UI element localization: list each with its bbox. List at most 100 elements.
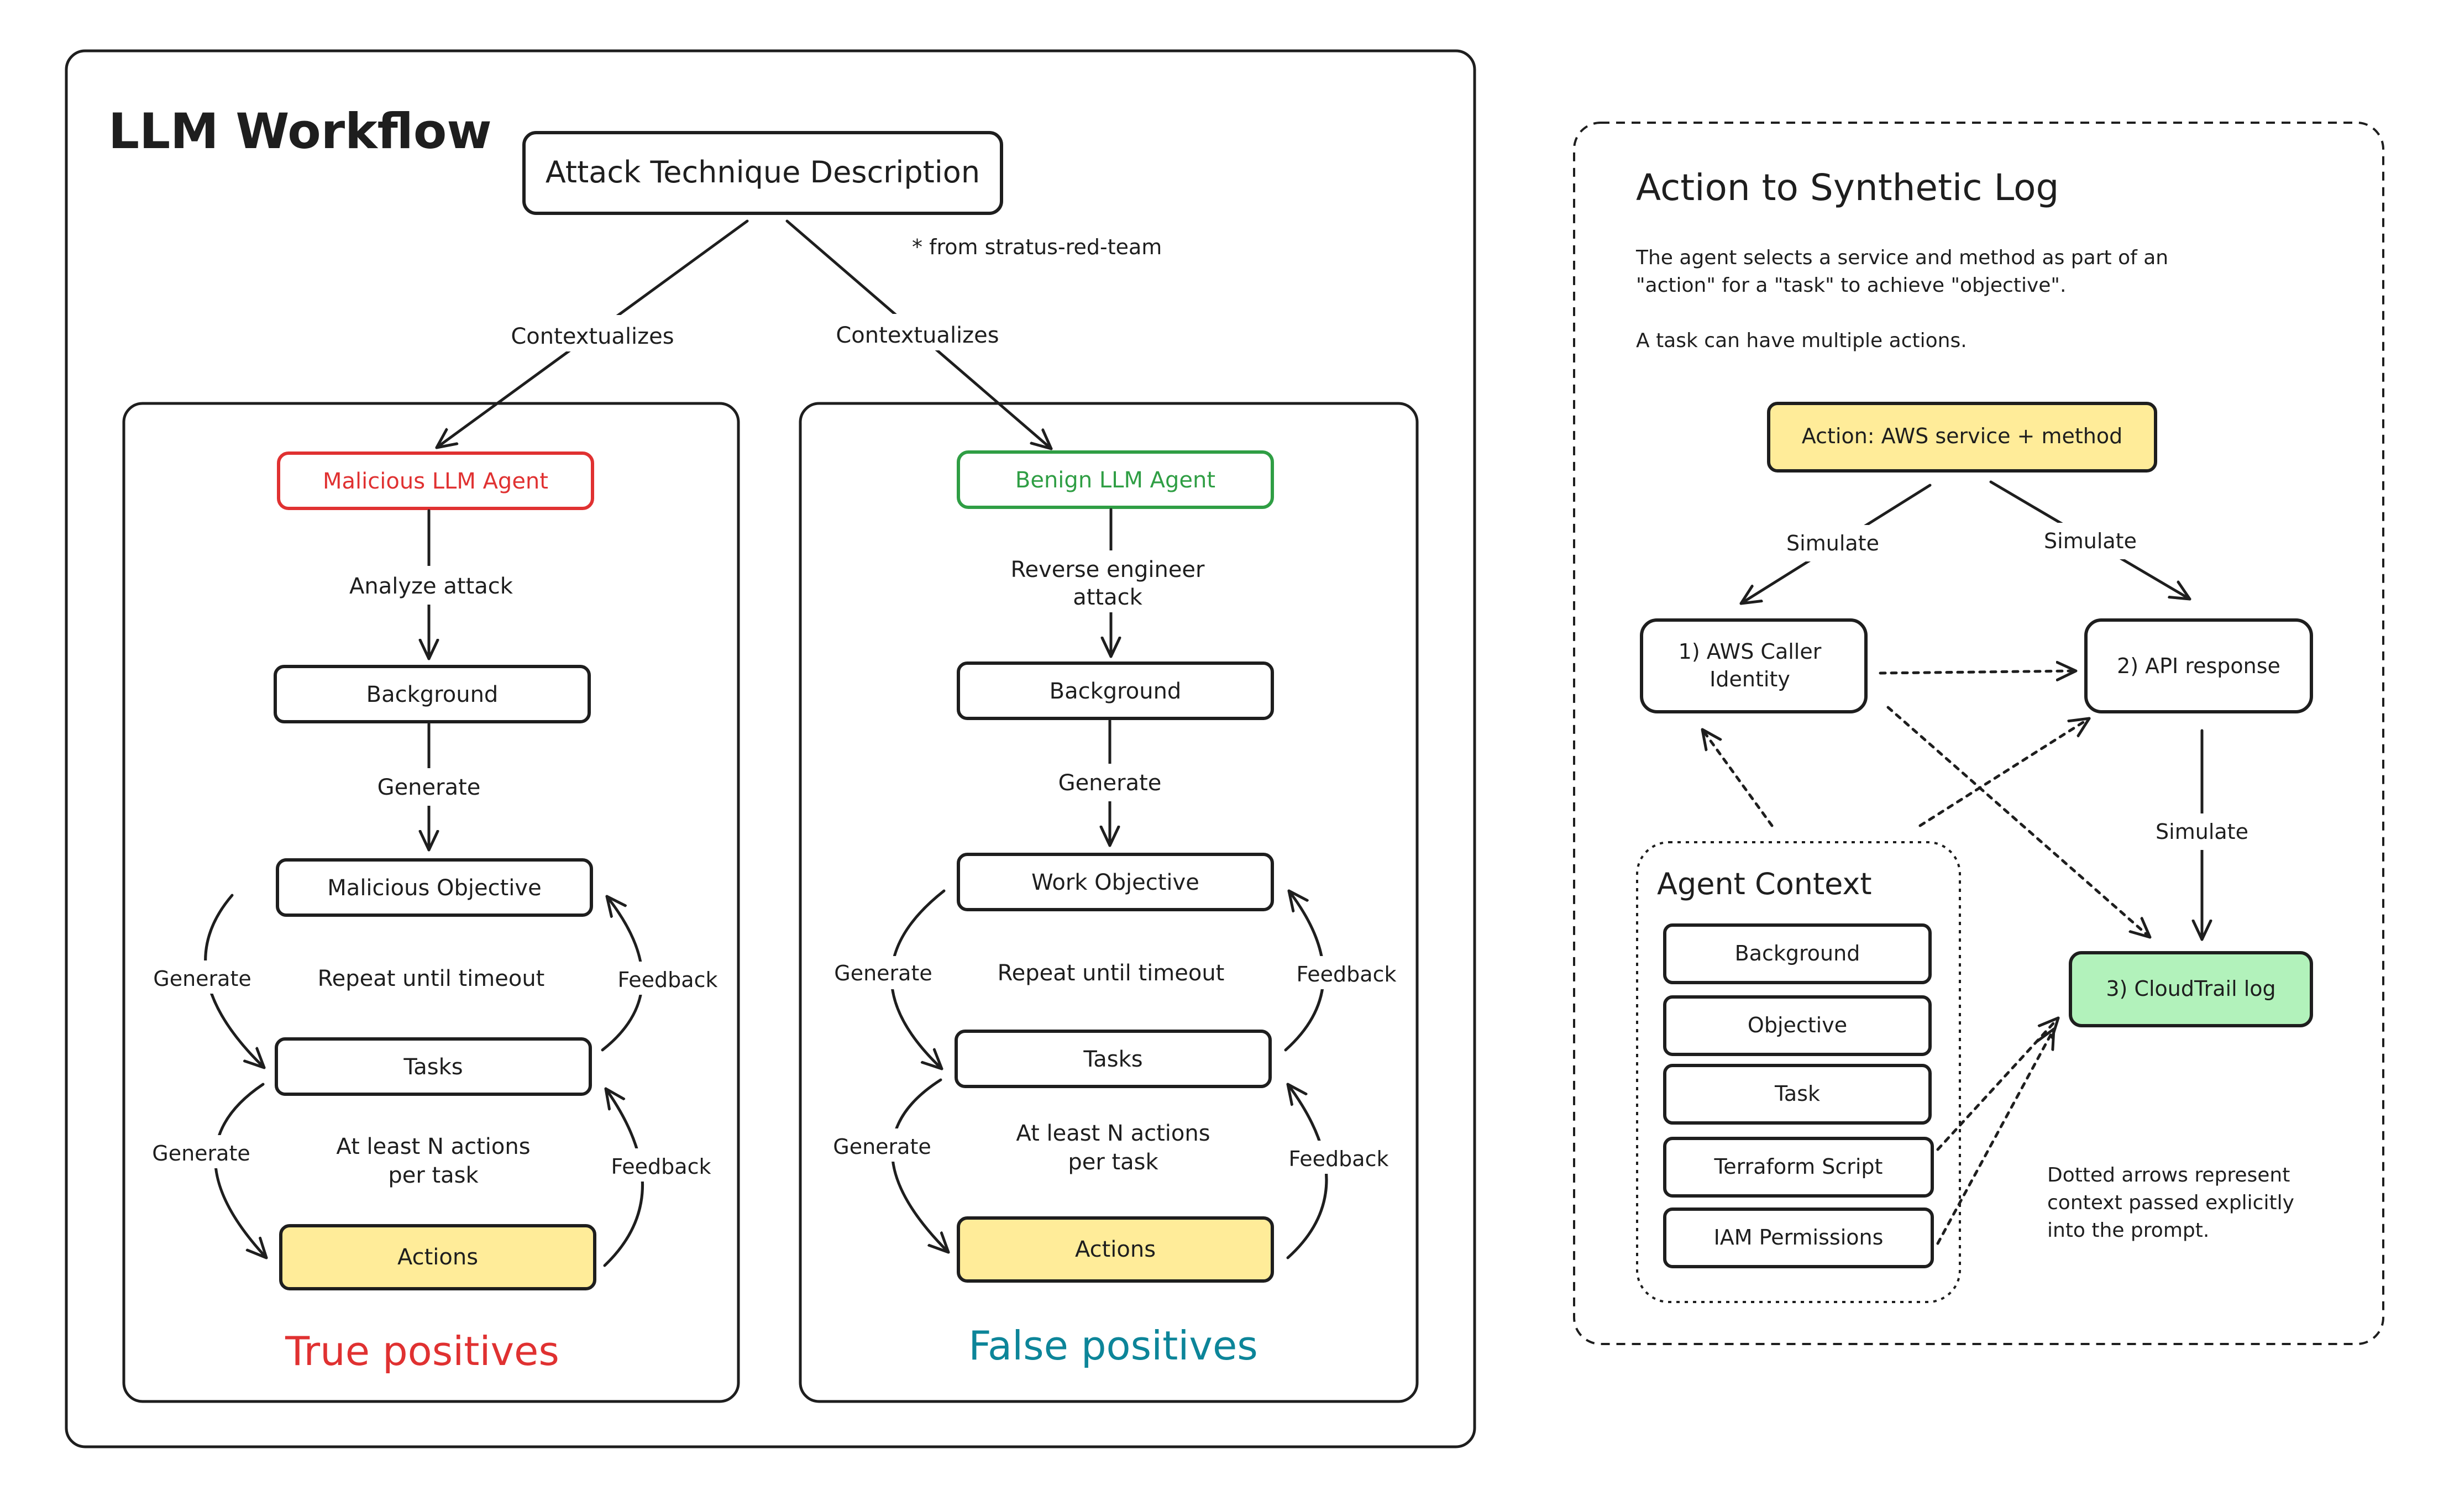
loop-min-actions-1-malicious: At least N actions	[336, 1134, 530, 1159]
benign-agent-label: Benign LLM Agent	[1015, 468, 1215, 493]
llm-workflow-frame	[65, 49, 1476, 1448]
caller-identity-node[interactable]	[1640, 618, 1868, 713]
malicious-column-frame	[122, 402, 740, 1403]
malicious-column: Malicious LLM Agent Analyze attack Backg…	[122, 402, 740, 1403]
malicious-agent-node[interactable]	[277, 452, 594, 510]
edge-reverse-label-1: Reverse engineer	[1011, 557, 1205, 582]
malicious-agent-label: Malicious LLM Agent	[323, 469, 548, 494]
cloudtrail-log-node[interactable]	[2069, 951, 2313, 1027]
edge-simulate-right-bg	[2036, 523, 2147, 559]
dotted-iam-to-cloudtrail	[1936, 1027, 2056, 1245]
context-item-task-label: Task	[1774, 1082, 1820, 1106]
loop-feedback-label-1-benign: Feedback	[1297, 962, 1397, 986]
llm-workflow-title: LLM Workflow	[108, 103, 492, 160]
true-positives-label: True positives	[285, 1328, 559, 1374]
malicious-objective-node[interactable]	[276, 858, 593, 917]
loop-generate-label-2-malicious: Generate	[152, 1141, 250, 1166]
benign-background-label: Background	[1050, 679, 1182, 704]
benign-actions-label: Actions	[1075, 1237, 1156, 1262]
dotted-note-line-2: context passed explicitly	[2047, 1191, 2294, 1214]
loop-generate-bg-1-malicious	[145, 960, 261, 994]
loop-generate-actions-benign	[890, 1078, 950, 1254]
loop-generate-bg-1-benign	[826, 956, 942, 989]
dotted-context-to-api	[1918, 717, 2091, 827]
benign-column-frame	[799, 402, 1419, 1403]
synthetic-desc-line-2: "action" for a "task" to achieve "object…	[1636, 274, 2066, 297]
context-item-terraform[interactable]	[1663, 1137, 1934, 1198]
edge-generate-label-benign: Generate	[1058, 770, 1162, 796]
edge-simulate-left-label: Simulate	[1786, 531, 1879, 555]
malicious-tasks-node[interactable]	[275, 1037, 592, 1096]
edge-label-contextualizes-right: Contextualizes	[836, 323, 999, 348]
edge-label-bg-left	[497, 315, 696, 351]
edge-reverse-bg	[1006, 550, 1216, 612]
loop-generate-bg-2-benign	[826, 1128, 942, 1162]
benign-objective-node[interactable]	[957, 853, 1274, 911]
context-item-objective[interactable]	[1663, 995, 1932, 1056]
dotted-caller-to-api	[1879, 671, 2078, 673]
benign-agent-node[interactable]	[957, 450, 1274, 509]
agent-context-group: Agent Context Background Objective Task …	[1636, 717, 2091, 1303]
context-item-background[interactable]	[1663, 923, 1932, 984]
context-item-iam-label: IAM Permissions	[1714, 1225, 1884, 1250]
loop-generate-actions-malicious	[214, 1083, 268, 1259]
loop-feedback-bg-1-malicious	[611, 962, 725, 995]
caller-identity-label-2: Identity	[1710, 667, 1790, 691]
api-response-node[interactable]	[2084, 618, 2313, 713]
benign-tasks-node[interactable]	[955, 1030, 1272, 1088]
loop-feedback-label-1-malicious: Feedback	[618, 968, 718, 992]
malicious-actions-node[interactable]	[279, 1224, 596, 1290]
loop-feedback-label-2-benign: Feedback	[1289, 1147, 1389, 1171]
context-item-objective-label: Objective	[1748, 1013, 1847, 1037]
synthetic-log-frame	[1573, 122, 2384, 1345]
synthetic-log-title: Action to Synthetic Log	[1636, 166, 2059, 209]
edge-simulate-right-label: Simulate	[2044, 529, 2137, 553]
malicious-tasks-label: Tasks	[403, 1054, 463, 1080]
edge-analyze-bg	[332, 566, 531, 605]
synthetic-log-panel: Action to Synthetic Log The agent select…	[1573, 122, 2384, 1345]
malicious-background-label: Background	[366, 682, 499, 707]
context-item-iam[interactable]	[1663, 1208, 1934, 1268]
root-footnote: * from stratus-red-team	[912, 235, 1162, 259]
edge-simulate-down-bg	[2147, 813, 2257, 850]
malicious-objective-label: Malicious Objective	[327, 875, 541, 901]
benign-actions-node[interactable]	[957, 1216, 1274, 1283]
attack-technique-label: Attack Technique Description	[546, 155, 980, 190]
loop-repeat-label-benign: Repeat until timeout	[998, 960, 1225, 986]
edge-analyze-label: Analyze attack	[349, 574, 513, 599]
edge-simulate-down-label: Simulate	[2156, 820, 2248, 844]
edge-simulate-left-bg	[1777, 525, 1888, 561]
malicious-background-node[interactable]	[274, 665, 591, 723]
loop-generate-bg-2-malicious	[145, 1135, 261, 1168]
dotted-context-to-caller	[1701, 728, 1774, 827]
loop-feedback-tasks-malicious	[603, 1087, 644, 1267]
loop-feedback-bg-1-benign	[1290, 956, 1406, 989]
context-item-task[interactable]	[1663, 1064, 1932, 1125]
synthetic-desc-line-3: A task can have multiple actions.	[1636, 329, 1967, 352]
cloudtrail-log-label: 3) CloudTrail log	[2106, 977, 2275, 1001]
aws-action-label: Action: AWS service + method	[1802, 424, 2122, 448]
api-response-label: 2) API response	[2117, 654, 2280, 678]
loop-min-actions-2-malicious: per task	[388, 1163, 479, 1188]
malicious-actions-label: Actions	[397, 1245, 478, 1270]
edge-label-bg-right	[818, 314, 1017, 350]
loop-feedback-tasks-benign	[1286, 1083, 1328, 1259]
benign-tasks-label: Tasks	[1083, 1047, 1142, 1072]
edge-generate-label-malicious: Generate	[377, 775, 481, 800]
caller-identity-label-1: 1) AWS Caller	[1679, 639, 1822, 664]
loop-min-actions-2-benign: per task	[1068, 1149, 1158, 1175]
agent-context-title: Agent Context	[1657, 867, 1872, 901]
synthetic-desc-line-1: The agent selects a service and method a…	[1635, 246, 2168, 269]
benign-background-node[interactable]	[957, 662, 1274, 720]
loop-feedback-bg-2-benign	[1283, 1141, 1397, 1174]
aws-action-node[interactable]	[1767, 402, 2157, 473]
loop-min-actions-1-benign: At least N actions	[1016, 1121, 1210, 1146]
loop-generate-label-1-malicious: Generate	[153, 967, 251, 991]
dotted-note-line-3: into the prompt.	[2047, 1219, 2209, 1242]
context-item-background-label: Background	[1735, 941, 1860, 965]
attack-technique-node[interactable]	[522, 131, 1003, 215]
edge-reverse-label-2: attack	[1073, 585, 1142, 610]
agent-context-frame	[1636, 841, 1961, 1303]
dotted-terraform-to-cloudtrail	[1936, 1016, 2060, 1151]
llm-workflow-panel: LLM Workflow Attack Technique Descriptio…	[65, 49, 1476, 1448]
